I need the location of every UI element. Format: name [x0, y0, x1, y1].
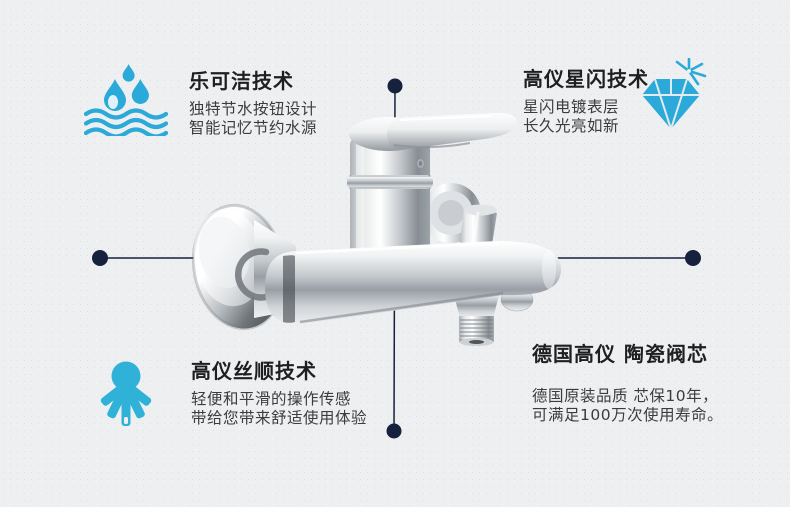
feature-block-bottom-right: 德国高仪 陶瓷阀芯 德国原装品质 芯保10年， 可满足100万次使用寿命。 — [532, 344, 723, 425]
feature-line: 独特节水按钮设计 — [189, 100, 318, 118]
feature-line: 德国原装品质 芯保10年， — [532, 387, 719, 405]
feature-block-top-right: 高仪星闪技术 星闪电镀表层 长久光亮如新 — [523, 69, 649, 136]
feature-description: 星闪电镀表层 长久光亮如新 — [523, 98, 649, 136]
callout-dot-left — [92, 250, 108, 266]
feature-title: 高仪星闪技术 — [523, 67, 649, 91]
callout-dot-right — [685, 250, 701, 266]
feature-line: 轻便和平滑的操作传感 — [191, 390, 352, 408]
feature-description: 独特节水按钮设计 智能记忆节约水源 — [189, 100, 317, 138]
faucet-product-image — [191, 112, 561, 346]
feature-description: 轻便和平滑的操作传感 带给您带来舒适使用体验 — [191, 390, 367, 428]
feature-line: 可满足100万次使用寿命。 — [532, 406, 724, 424]
feature-title: 德国高仪 陶瓷阀芯 — [532, 342, 708, 366]
feature-title: 高仪丝顺技术 — [191, 359, 317, 383]
feature-line: 带给您带来舒适使用体验 — [191, 409, 368, 427]
diamond-sparkle-icon — [642, 58, 707, 130]
callout-dot-bottom — [386, 423, 402, 439]
feature-block-top-left: 乐可洁技术 独特节水按钮设计 智能记忆节约水源 — [189, 71, 317, 138]
feature-line: 智能记忆节约水源 — [189, 119, 318, 137]
feature-line: 星闪电镀表层 — [523, 98, 620, 116]
feature-block-bottom-left: 高仪丝顺技术 轻便和平滑的操作传感 带给您带来舒适使用体验 — [191, 361, 367, 428]
shower-spray-icon — [100, 361, 152, 426]
feature-line: 长久光亮如新 — [523, 117, 620, 135]
water-drops-waves-icon — [84, 64, 168, 136]
feature-title: 乐可洁技术 — [189, 69, 294, 93]
feature-description: 德国原装品质 芯保10年， 可满足100万次使用寿命。 — [532, 387, 723, 425]
callout-dot-top — [387, 78, 403, 94]
